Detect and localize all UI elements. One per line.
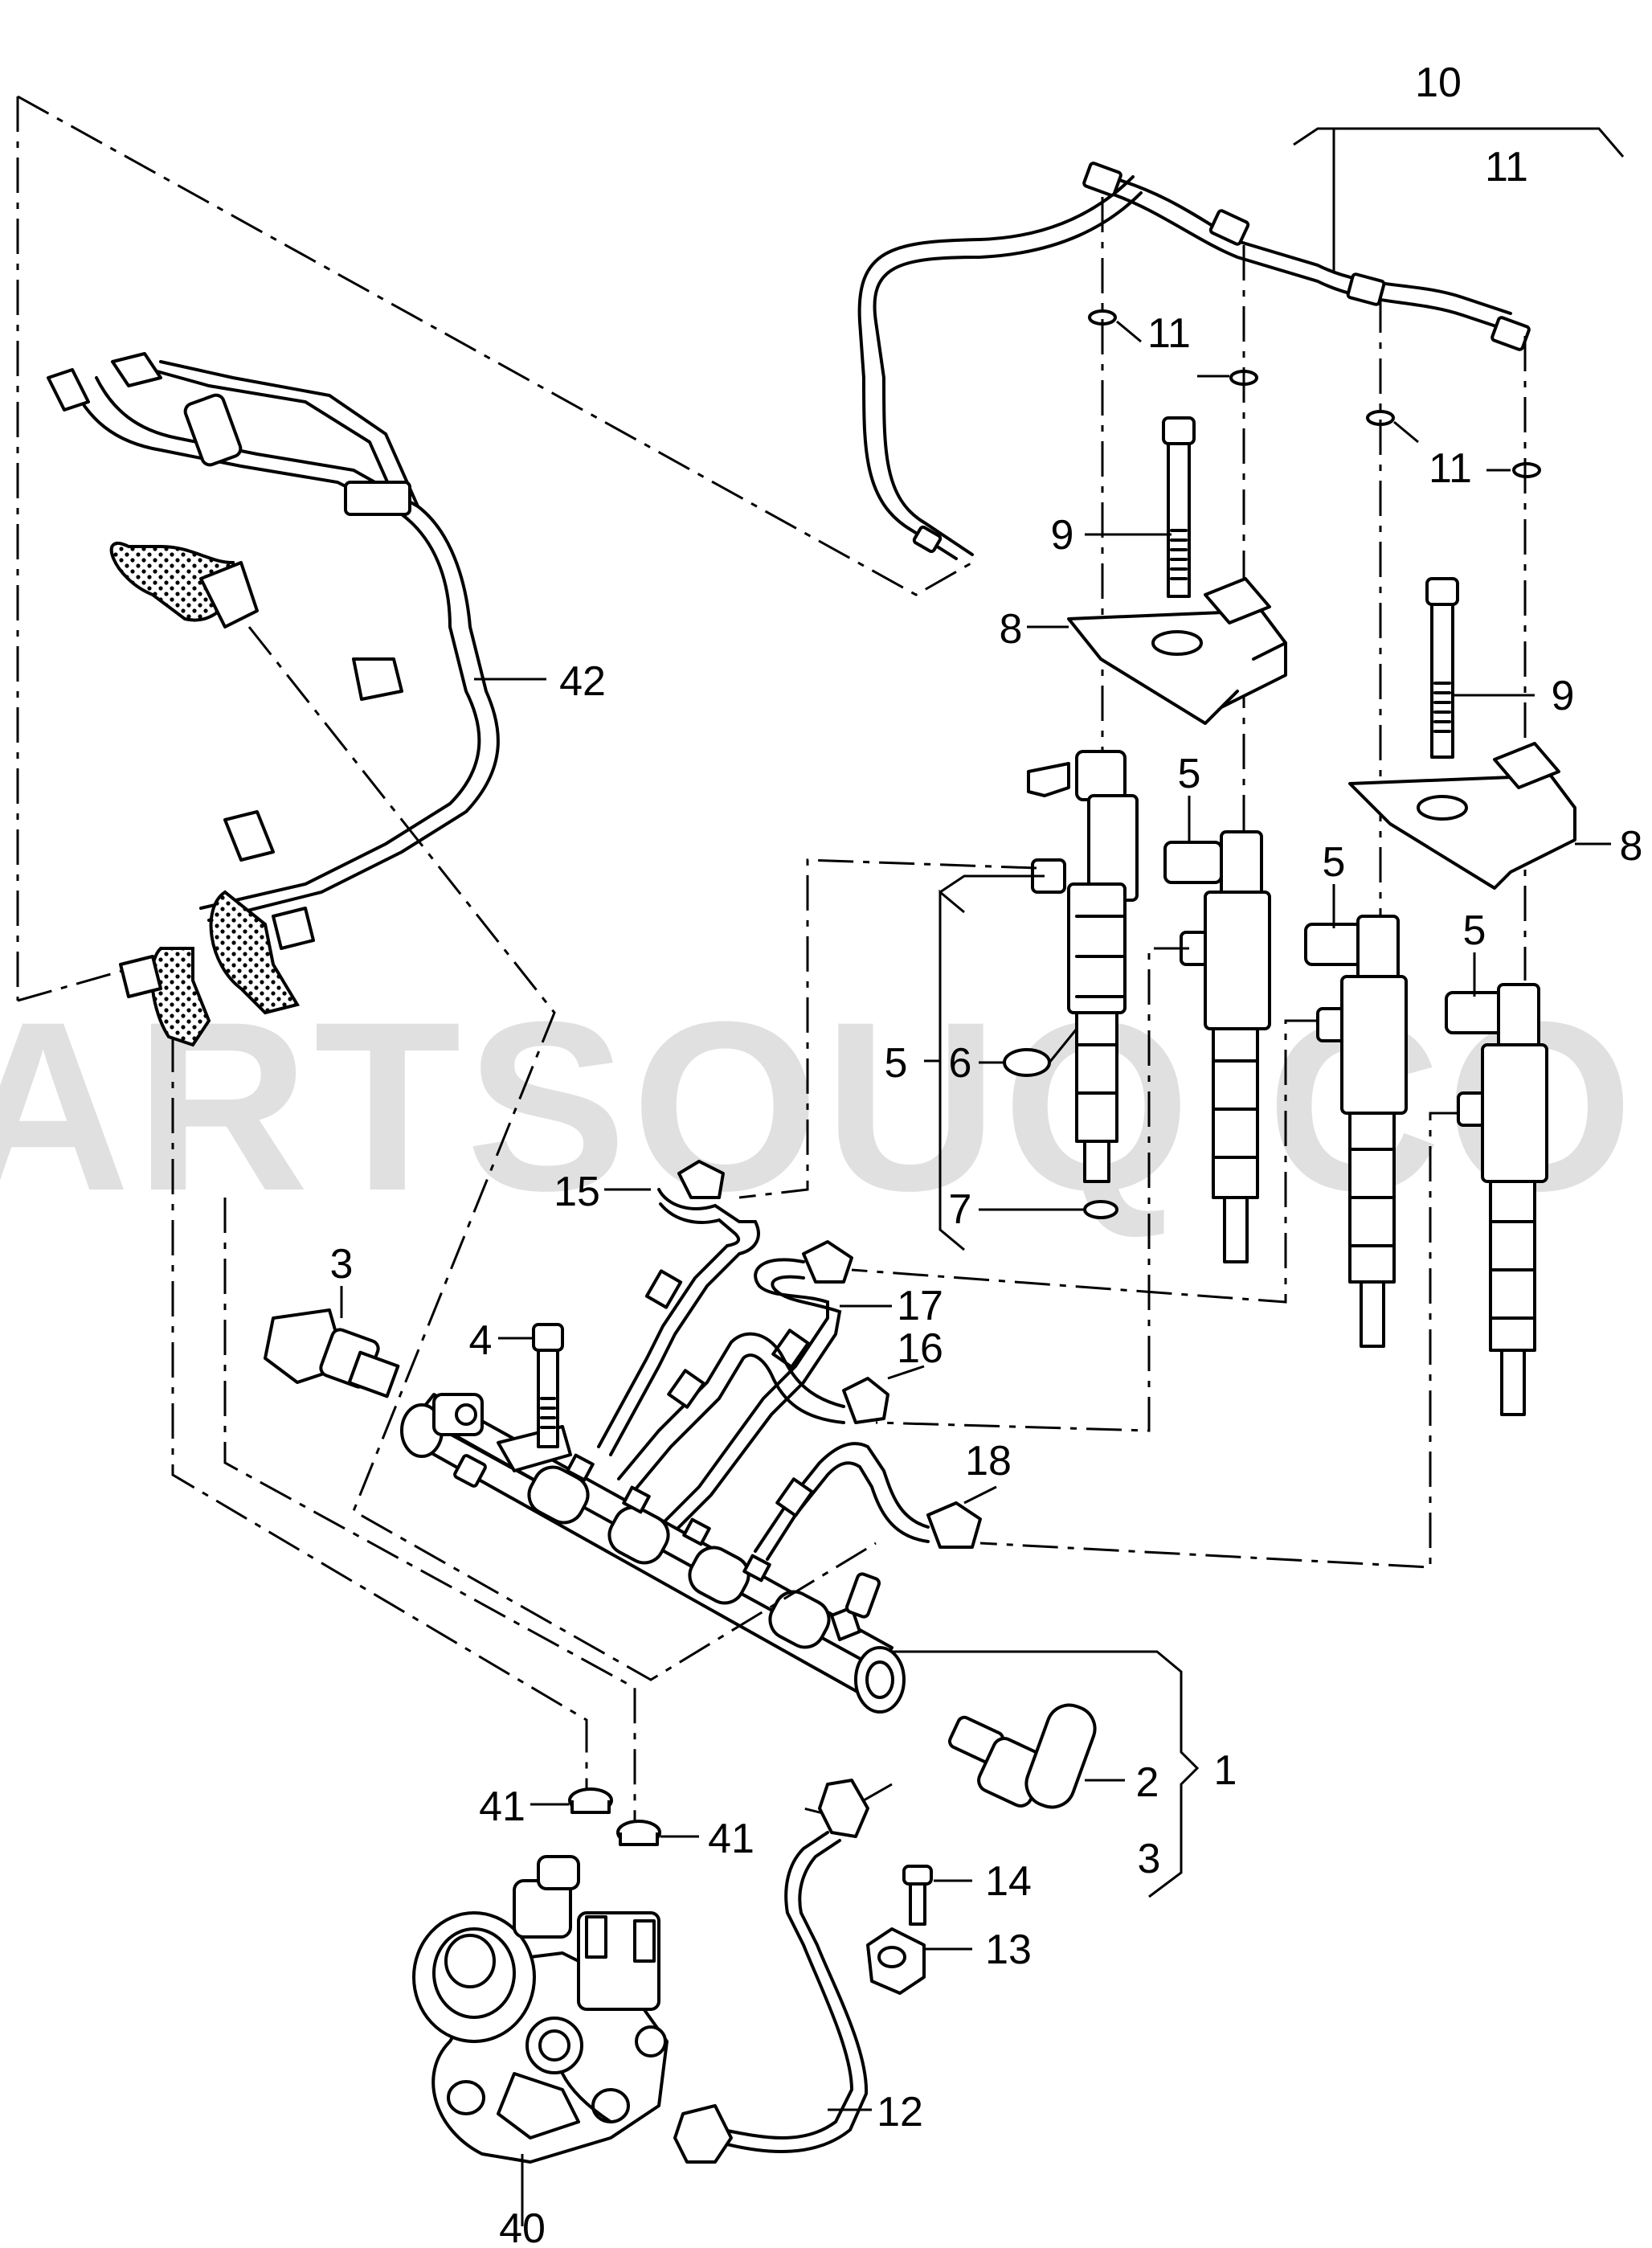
callout-11-top: 11 bbox=[1485, 144, 1528, 190]
bolt-9-b bbox=[1425, 577, 1459, 759]
callout-5-a: 5 bbox=[1178, 751, 1201, 797]
bolt-9-a bbox=[1162, 416, 1196, 598]
leader-6 bbox=[979, 1028, 1078, 1064]
injector-feed-line-3 bbox=[851, 1019, 1318, 1304]
return-line-10 bbox=[857, 162, 1531, 560]
pressure-sensor-2 bbox=[947, 1703, 1097, 1809]
high-pressure-line-12 bbox=[673, 1779, 869, 2164]
callout-5-c: 5 bbox=[1463, 907, 1486, 954]
leader-10 bbox=[1293, 127, 1625, 273]
fuel-rail-1 bbox=[400, 1393, 906, 1714]
hose-to-pump-line-a bbox=[171, 1037, 588, 1816]
bracket-5-group bbox=[924, 874, 1045, 1251]
injector-5-1 bbox=[1027, 750, 1139, 1183]
callout-18: 18 bbox=[965, 1438, 1012, 1484]
callout-13: 13 bbox=[985, 1927, 1032, 1973]
leader-11-b bbox=[1393, 420, 1511, 472]
callout-11-a: 11 bbox=[1147, 310, 1191, 357]
callout-41-b: 41 bbox=[708, 1816, 754, 1862]
callout-8-b: 8 bbox=[1620, 823, 1643, 870]
callout-14: 14 bbox=[985, 1858, 1032, 1905]
clamp-8-b bbox=[1348, 742, 1576, 890]
callout-42: 42 bbox=[559, 658, 606, 705]
injector-5-3 bbox=[1304, 915, 1408, 1348]
callout-11-b: 11 bbox=[1429, 445, 1472, 492]
callout-16: 16 bbox=[897, 1325, 943, 1372]
callout-41-a: 41 bbox=[479, 1783, 525, 1830]
callout-5-group: 5 bbox=[885, 1040, 908, 1087]
callout-5-b: 5 bbox=[1323, 839, 1346, 886]
callout-10: 10 bbox=[1415, 59, 1462, 106]
callout-40: 40 bbox=[499, 2205, 546, 2248]
callout-9-b: 9 bbox=[1552, 673, 1575, 719]
callout-7: 7 bbox=[949, 1186, 972, 1233]
callout-6: 6 bbox=[949, 1040, 972, 1087]
rail-to-hose-line bbox=[247, 626, 877, 1681]
bracket-1 bbox=[892, 1650, 1200, 1898]
callout-8-a: 8 bbox=[1000, 606, 1023, 653]
callout-17: 17 bbox=[897, 1283, 943, 1329]
callout-15: 15 bbox=[554, 1169, 600, 1215]
bolt-4 bbox=[532, 1323, 564, 1448]
injector-5-2 bbox=[1163, 830, 1271, 1263]
leader-11-a bbox=[1116, 320, 1229, 378]
injector-feed-line-2 bbox=[875, 947, 1189, 1432]
injector-feed-line-4 bbox=[979, 1112, 1458, 1569]
pressure-sensor-3 bbox=[264, 1308, 400, 1398]
leader-16 bbox=[887, 1365, 925, 1380]
bolt-14 bbox=[902, 1865, 933, 1926]
callout-1: 1 bbox=[1214, 1747, 1237, 1794]
callout-3-left: 3 bbox=[330, 1241, 354, 1288]
fuel-hose-assembly-42 bbox=[47, 352, 500, 1047]
hose-clamp-41-a bbox=[568, 1787, 613, 1814]
callout-4: 4 bbox=[469, 1317, 493, 1364]
leader-18 bbox=[963, 1485, 997, 1505]
hose-clamp-41-b bbox=[616, 1820, 661, 1846]
callout-12: 12 bbox=[877, 2089, 923, 2135]
high-pressure-pump-40 bbox=[412, 1855, 669, 2164]
injector-5-4 bbox=[1445, 983, 1548, 1416]
callout-2: 2 bbox=[1136, 1759, 1159, 1806]
o-ring-6 bbox=[1003, 1048, 1051, 1077]
pressure-line-18 bbox=[754, 1442, 982, 1561]
callout-9-a: 9 bbox=[1051, 512, 1074, 559]
pressure-line-15 bbox=[597, 1160, 760, 1456]
clamp-8-a bbox=[1067, 577, 1287, 725]
bracket-13 bbox=[866, 1927, 926, 1995]
return-to-injector-lines bbox=[1101, 197, 1527, 981]
hose-to-pump-line-b bbox=[223, 1198, 636, 1832]
pressure-line-16 bbox=[617, 1332, 889, 1497]
injector-feed-line-1 bbox=[738, 858, 1037, 1199]
seal-ring-7 bbox=[1083, 1200, 1118, 1219]
callout-3-right: 3 bbox=[1138, 1836, 1161, 1882]
